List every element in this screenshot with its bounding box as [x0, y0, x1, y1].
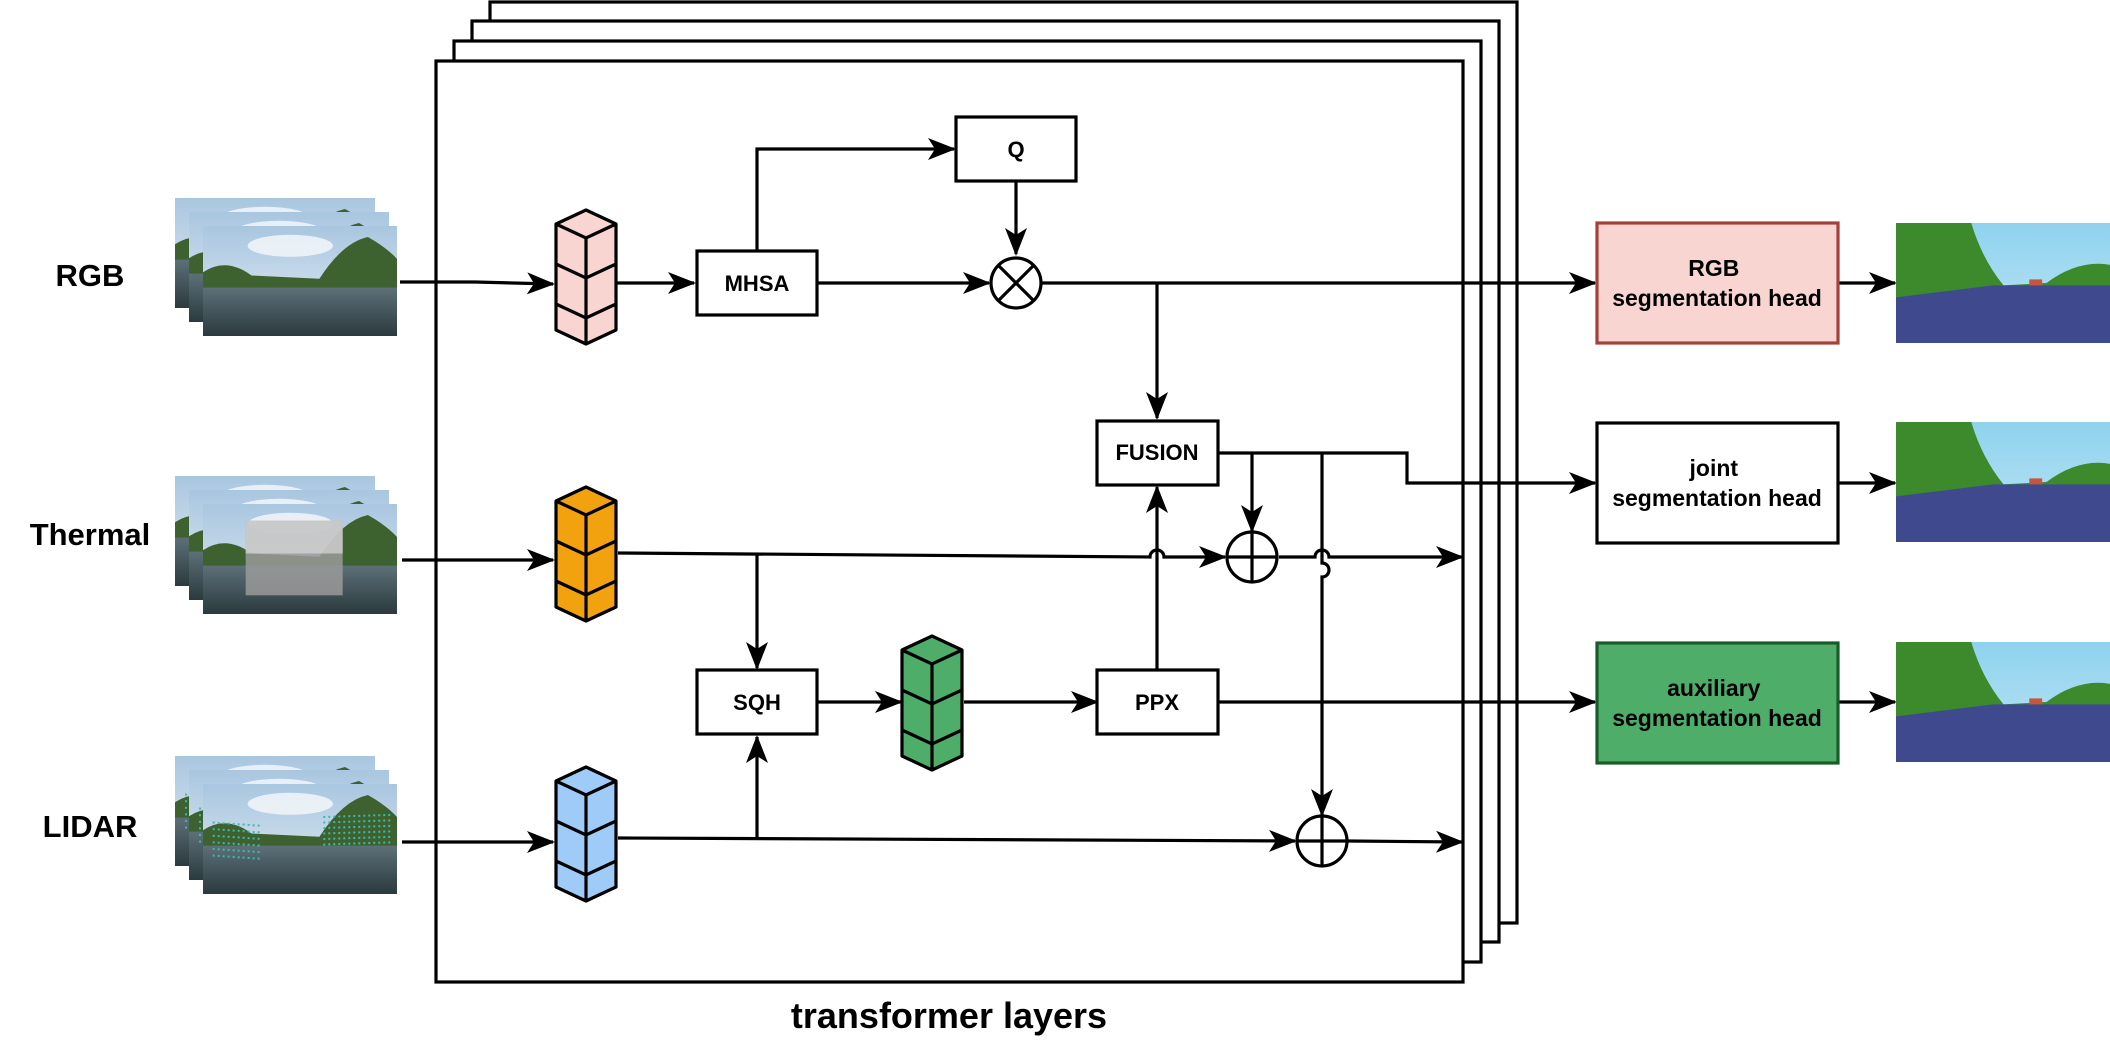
- arrow-fusion-to-lidar-add: [1311, 453, 1333, 817]
- rgb-head-line-1: RGB: [1688, 255, 1739, 281]
- connections: [400, 138, 1897, 853]
- block-sqh: SQH: [695, 668, 819, 736]
- token-cubes: [554, 208, 964, 903]
- joint-segmentation-output: [1896, 422, 2110, 542]
- add-operator-lidar: [1295, 814, 1349, 868]
- svg-text:joint segmentation head: joint segmentation head: [1612, 455, 1822, 511]
- input-label-rgb: RGB: [56, 258, 125, 293]
- arrow-lidar-tokens-to-add: [617, 829, 1297, 852]
- rgb-input-images: [175, 198, 397, 336]
- fused-token-cube: [900, 634, 964, 772]
- rgb-segmentation-output: [1896, 223, 2110, 343]
- block-q-label: Q: [1007, 137, 1024, 162]
- lidar-token-cube: [554, 765, 618, 903]
- block-sqh-label: SQH: [733, 690, 781, 715]
- input-label-thermal: Thermal: [30, 517, 151, 552]
- svg-text:auxiliary segmentation h: auxiliary segmentation head: [1612, 675, 1822, 731]
- joint-head-line-1: joint: [1689, 455, 1739, 481]
- arrow-lidar-add-to-next-layer: [1347, 830, 1464, 853]
- block-q: Q: [954, 115, 1078, 183]
- rgb-segmentation-head: RGB segmentation head: [1595, 221, 1840, 345]
- block-ppx: PPX: [1095, 668, 1220, 736]
- rgb-token-cube: [554, 208, 618, 346]
- block-mhsa-label: MHSA: [725, 271, 790, 296]
- arrow-mhsa-to-q: [755, 138, 956, 250]
- arrow-rgb-image-to-tokens: [400, 272, 555, 295]
- svg-text:RGB segmentation head: RGB segmentation head: [1612, 255, 1822, 311]
- add-operator-thermal: [1225, 530, 1279, 584]
- auxiliary-head-line-2: segmentation head: [1612, 705, 1822, 731]
- block-fusion-label: FUSION: [1115, 440, 1198, 465]
- input-image-stacks: [175, 198, 397, 894]
- joint-head-line-2: segmentation head: [1612, 485, 1822, 511]
- auxiliary-head-line-1: auxiliary: [1667, 675, 1761, 701]
- thermal-input-images: [175, 476, 397, 614]
- thermal-token-cube: [554, 485, 618, 623]
- joint-segmentation-head: joint segmentation head: [1595, 421, 1840, 545]
- segmentation-output-images: [1896, 223, 2110, 762]
- auxiliary-segmentation-head: auxiliary segmentation head: [1595, 641, 1840, 765]
- multiply-operator: [989, 256, 1043, 310]
- block-ppx-label: PPX: [1135, 690, 1179, 715]
- auxiliary-segmentation-output: [1896, 642, 2110, 762]
- input-label-lidar: LIDAR: [43, 809, 138, 844]
- rgb-head-line-2: segmentation head: [1612, 285, 1822, 311]
- transformer-layers-title: transformer layers: [791, 995, 1107, 1036]
- block-mhsa: MHSA: [695, 249, 819, 317]
- arrow-thermal-add-to-next-layer: [1279, 546, 1464, 568]
- block-fusion: FUSION: [1095, 419, 1220, 487]
- arrow-fusion-to-joint-head: [1218, 451, 1597, 494]
- lidar-input-images: [175, 756, 397, 894]
